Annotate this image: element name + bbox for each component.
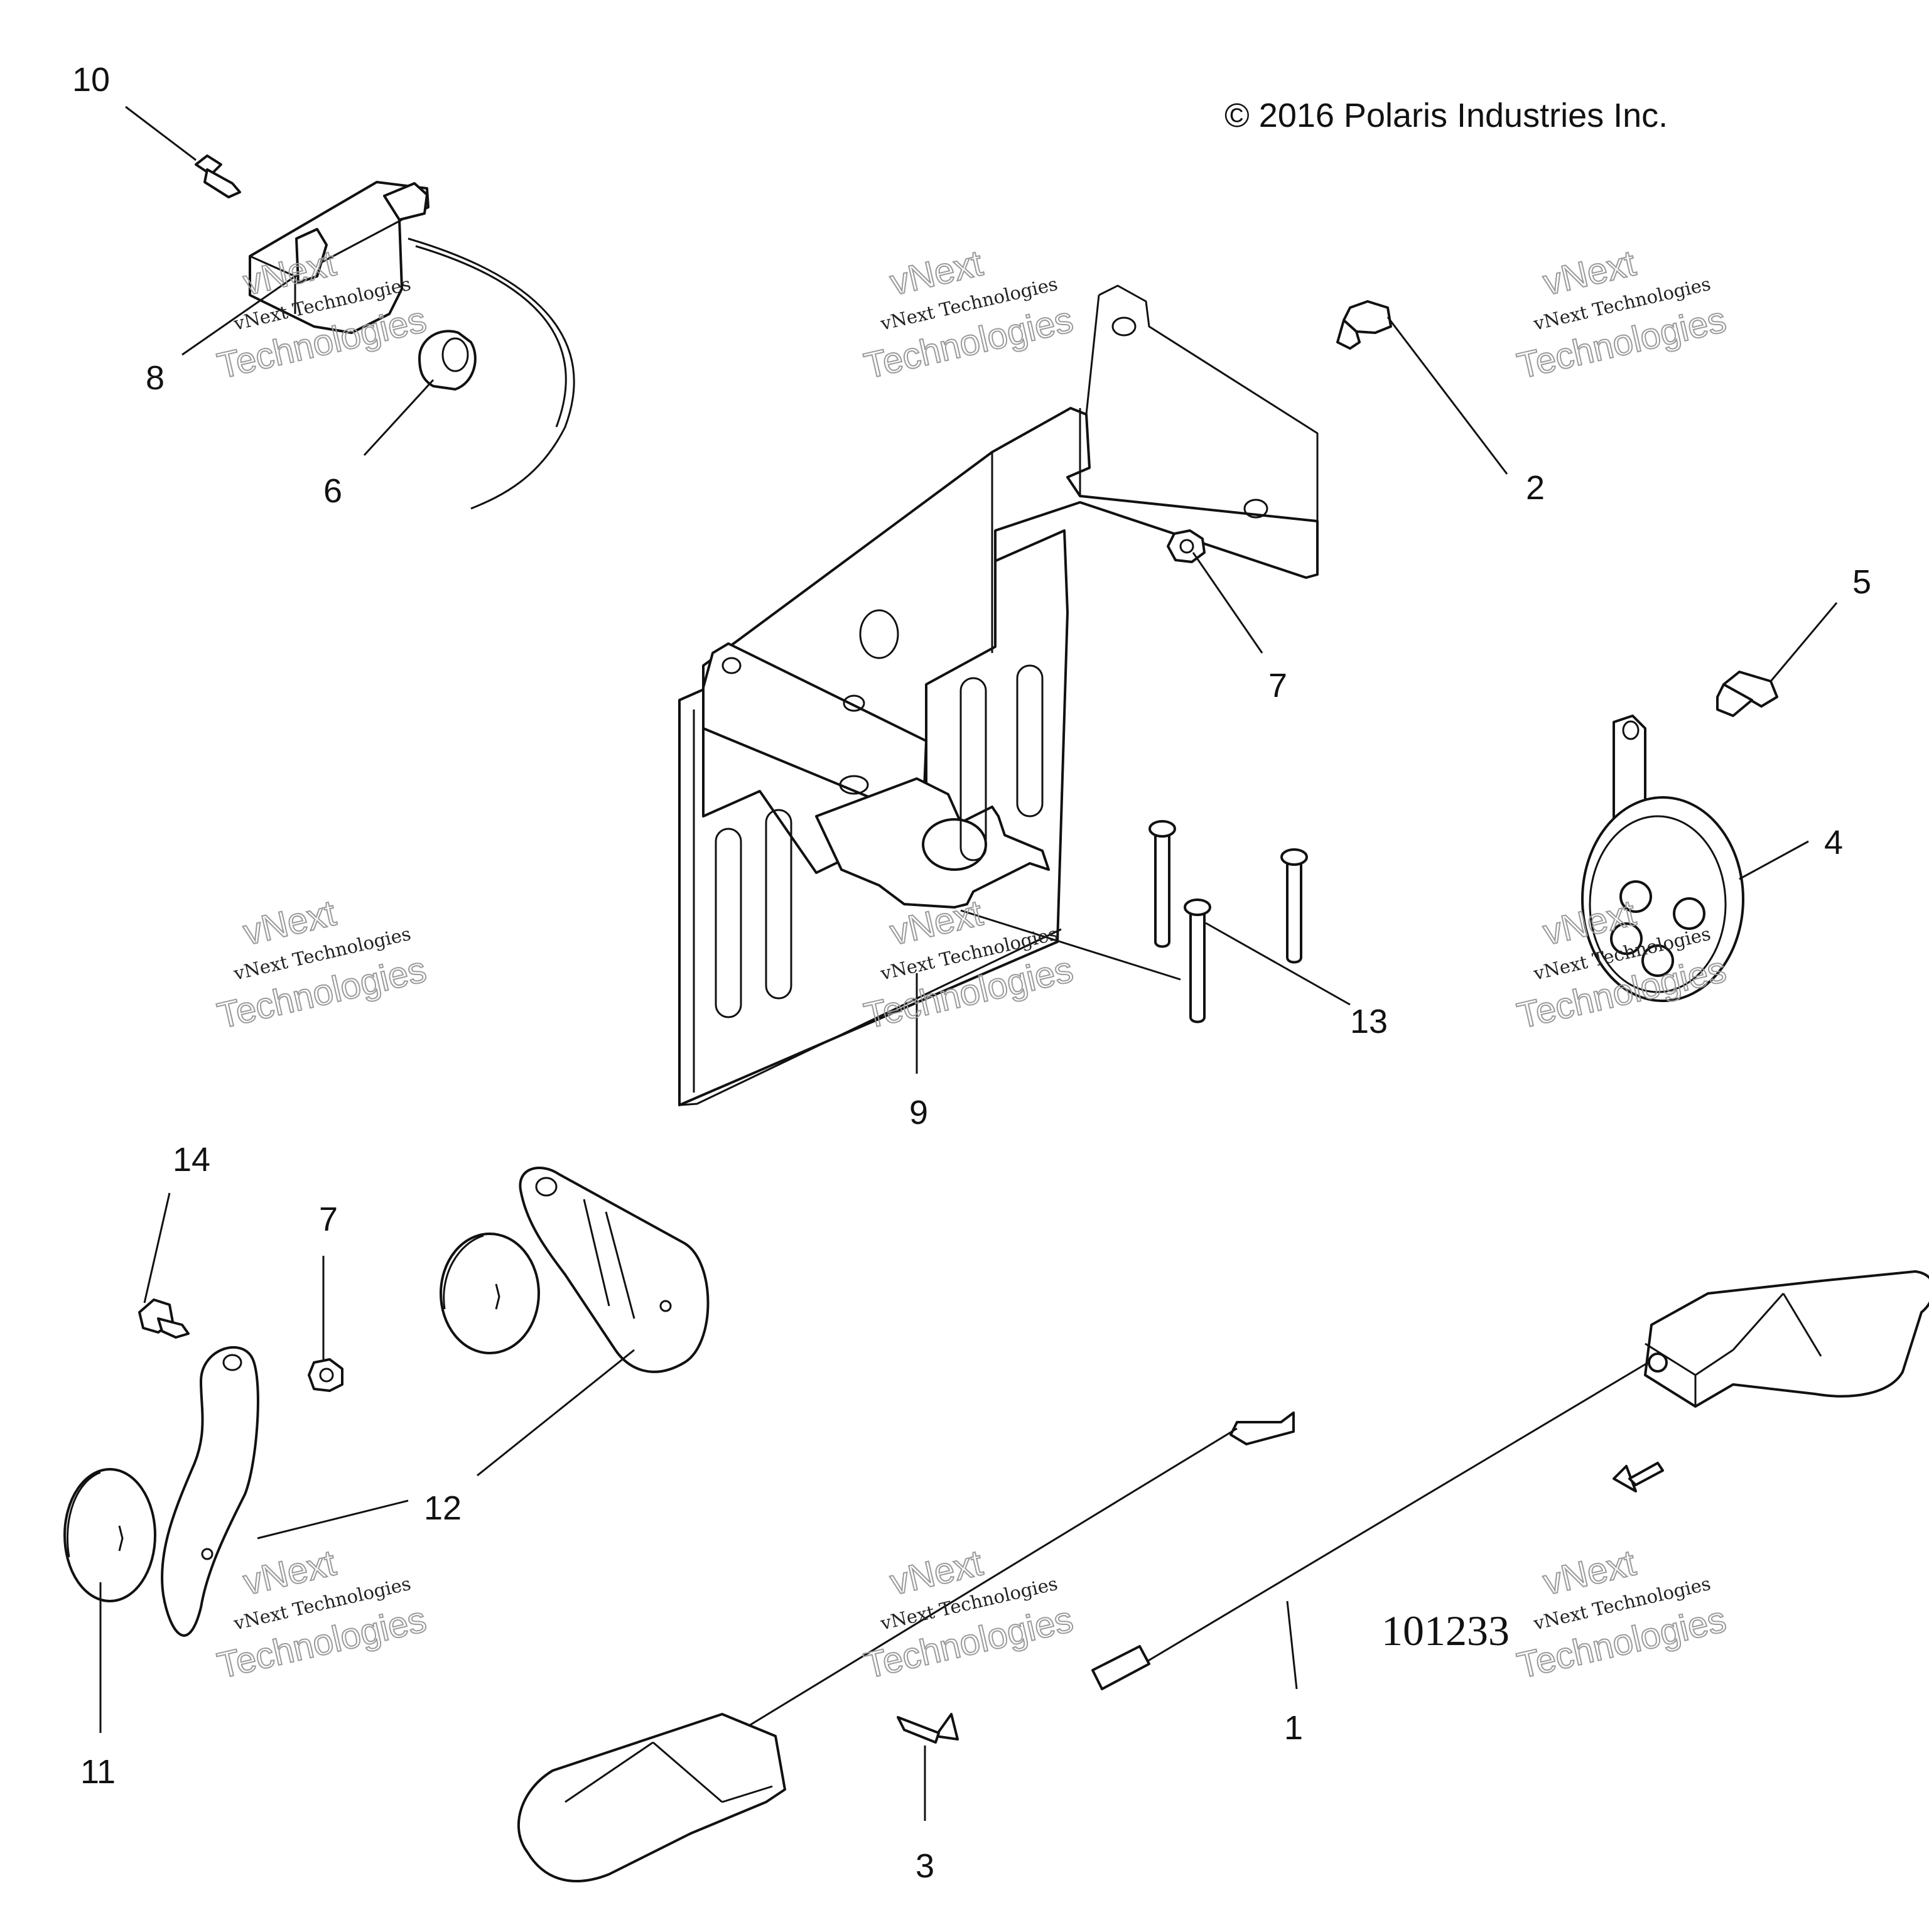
part-11-reflector-lens[interactable] <box>63 1233 540 1602</box>
part-9-bracket[interactable] <box>678 284 1319 1106</box>
watermark-tc: vNext vNext Technologies Technologies <box>860 242 1078 387</box>
part-10-bolt[interactable] <box>195 154 241 198</box>
part-12-reflector-brackets[interactable] <box>161 1167 710 1637</box>
watermark-bc: vNext vNext Technologies Technologies <box>860 1541 1078 1686</box>
callout-12: 12 <box>424 1489 462 1527</box>
diagram-number: 101233 <box>1381 1607 1510 1654</box>
part-7-nut[interactable] <box>1167 529 1206 563</box>
part-14-bolt[interactable] <box>138 1298 190 1339</box>
callout-14: 14 <box>173 1141 210 1179</box>
callout-7-upper: 7 <box>1268 667 1287 704</box>
part-2-bolt[interactable] <box>1336 300 1392 350</box>
callout-10: 10 <box>72 61 110 99</box>
part-3-screws[interactable] <box>897 1462 1664 1744</box>
part-7-nut-lower[interactable] <box>308 1358 343 1392</box>
watermark-bl: vNext vNext Technologies Technologies <box>213 1541 431 1686</box>
leader-lines <box>99 105 1838 1821</box>
callout-9: 9 <box>909 1094 928 1131</box>
watermark-ml: vNext vNext Technologies Technologies <box>213 892 431 1037</box>
callout-7-lower: 7 <box>319 1201 338 1238</box>
part-8-module[interactable] <box>249 181 575 510</box>
callout-1: 1 <box>1284 1709 1303 1747</box>
callout-8: 8 <box>146 359 165 397</box>
callout-4: 4 <box>1824 824 1843 861</box>
callout-11: 11 <box>80 1753 116 1791</box>
callout-13: 13 <box>1350 1003 1388 1040</box>
watermark-tr: vNext vNext Technologies Technologies <box>1513 242 1731 387</box>
part-4-horn[interactable] <box>1581 715 1744 1002</box>
watermark-br: vNext vNext Technologies Technologies <box>1513 1541 1731 1686</box>
callout-3: 3 <box>916 1847 934 1885</box>
part-13-pins[interactable] <box>1148 820 1308 1023</box>
part-5-bolt[interactable] <box>1716 671 1778 717</box>
part-1-turn-signals[interactable] <box>517 1270 1929 1882</box>
callout-2: 2 <box>1526 469 1545 507</box>
part-6-spacer[interactable] <box>418 330 477 391</box>
copyright-text: © 2016 Polaris Industries Inc. <box>1224 97 1668 134</box>
callout-6: 6 <box>323 472 342 510</box>
callout-5: 5 <box>1852 563 1871 601</box>
